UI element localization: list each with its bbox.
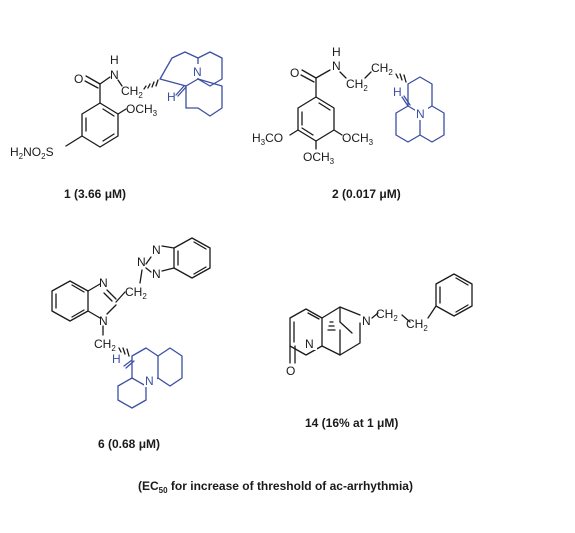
compound-1-bond xyxy=(117,108,127,115)
compound-2-structure: O H N CH2 CH2 OCH3 H3CO OCH3 N H xyxy=(252,45,445,166)
compound-14-atom-N-amine: N xyxy=(362,314,371,328)
compound-14-atom-O: O xyxy=(286,364,295,378)
compound-2-bond xyxy=(315,69,331,79)
compound-1-quinolizidine xyxy=(159,51,223,117)
compound-6-atom-H-blue: H xyxy=(112,352,121,366)
compound-1-n-mask xyxy=(191,64,204,78)
compound-2-och3-right: OCH3 xyxy=(342,131,374,147)
compound-1-atom-H: H xyxy=(110,53,119,67)
compound-2-wedge xyxy=(401,95,411,107)
compound-2-atom-O: O xyxy=(290,66,299,80)
ch2-sub: 2 xyxy=(138,91,143,100)
compound-6-benzotriazole xyxy=(161,237,211,279)
compound-2-bond xyxy=(300,74,315,83)
compound-1-label: 1 (3.66 μM) xyxy=(64,187,126,201)
compound-2-hashed-bond xyxy=(395,73,407,83)
compound-1-bond xyxy=(65,135,83,147)
compound-6-bond xyxy=(139,269,143,284)
compound-2-n-mask xyxy=(415,106,428,120)
compound-6-bond xyxy=(145,256,152,265)
compound-2-och3-bottom: OCH3 xyxy=(303,150,335,166)
compound-2-bond xyxy=(333,129,343,136)
compound-6-atom-N-blue: N xyxy=(145,374,154,388)
footnote-pre: (EC xyxy=(138,479,159,493)
compound-1-structure: O H N CH2 OCH3 H2NO2S N xyxy=(10,51,223,161)
compound-1-atom-O: O xyxy=(74,72,83,86)
compound-1-bond xyxy=(99,76,111,85)
compound-6-atom-N-a: N xyxy=(99,276,108,290)
compound-1-och3: OCH3 xyxy=(126,102,158,118)
compound-14-ch2-b: CH2 xyxy=(406,317,428,333)
footnote: (EC50 for increase of threshold of ac-ar… xyxy=(138,479,413,495)
ch2-text: CH xyxy=(121,84,138,98)
compound-6-triazole-N1: N xyxy=(152,243,161,257)
compound-14-ch2-a: CH2 xyxy=(376,307,398,323)
compound-1-atom-N-blue: N xyxy=(193,65,202,79)
compound-14-bicycle xyxy=(321,306,361,356)
compound-6-label: 6 (0.68 μM) xyxy=(98,437,160,451)
compound-1-sulfonamide: H2NO2S xyxy=(10,145,54,161)
compound-2-bond xyxy=(289,129,299,136)
compound-1-ch2: CH2 xyxy=(121,84,143,100)
compound-6-structure: N N N CH2 N N CH2 xyxy=(51,237,211,409)
compound-6-n-mask xyxy=(144,373,157,387)
compound-1-hashed-bond xyxy=(143,79,159,90)
compound-2-h3co: H3CO xyxy=(252,131,283,147)
compound-1-bond xyxy=(84,80,99,89)
compound-2-bond xyxy=(339,71,347,79)
compound-2-bond xyxy=(301,69,317,79)
compound-6-quinolizidine xyxy=(117,347,183,409)
compound-2-quinolizidine xyxy=(395,76,445,143)
compound-14-atom-N-ring: N xyxy=(305,337,314,351)
compound-2-atom-H-blue: H xyxy=(393,85,402,99)
compound-2-ch2-b: CH2 xyxy=(371,61,393,77)
compound-14-bond xyxy=(371,312,379,319)
compound-1-bond xyxy=(85,75,101,85)
compound-6-triazole-N2: N xyxy=(137,255,146,269)
compound-1-bond xyxy=(117,79,123,87)
compound-6-benzimidazole xyxy=(51,280,126,322)
compound-6-hashed-bond xyxy=(118,347,130,357)
compound-2-ch2-a: CH2 xyxy=(346,77,368,93)
compound-14-phenyl xyxy=(435,273,473,317)
compound-1-atom-N: N xyxy=(110,68,119,82)
och-sub: 3 xyxy=(153,109,158,118)
compound-1-atom-H-blue: H xyxy=(167,90,176,104)
compound-14-bond xyxy=(427,305,437,319)
compound-6-ch2-bottom: CH2 xyxy=(94,337,116,353)
compound-2-benzene xyxy=(297,96,335,142)
compound-2-atom-N-blue: N xyxy=(416,107,425,121)
compound-6-bond xyxy=(145,267,152,273)
och-text: OCH xyxy=(126,102,153,116)
compound-14-bond xyxy=(401,314,411,323)
compound-14-n-mask xyxy=(303,336,317,350)
compound-2-atom-H: H xyxy=(332,45,341,59)
compound-6-atom-N-b: N xyxy=(99,314,108,328)
compound-14-label: 14 (16% at 1 μM) xyxy=(305,416,398,430)
footnote-post: for increase of threshold of ac-arrhythm… xyxy=(168,479,413,493)
compound-14-hashed-bridge xyxy=(327,321,336,331)
compound-14-structure: O N N CH2 CH2 xyxy=(286,273,473,378)
footnote-sub: 50 xyxy=(159,486,168,495)
compound-2-label: 2 (0.017 μM) xyxy=(332,187,401,201)
compound-1-wedge xyxy=(175,85,187,97)
compound-6-wedge xyxy=(123,359,135,369)
compound-6-triazole-N3: N xyxy=(152,267,161,281)
compound-1-benzene xyxy=(81,102,119,148)
compound-2-atom-N: N xyxy=(332,59,341,73)
compound-2-bond xyxy=(364,71,372,79)
compound-6-ch2-top: CH2 xyxy=(125,285,147,301)
